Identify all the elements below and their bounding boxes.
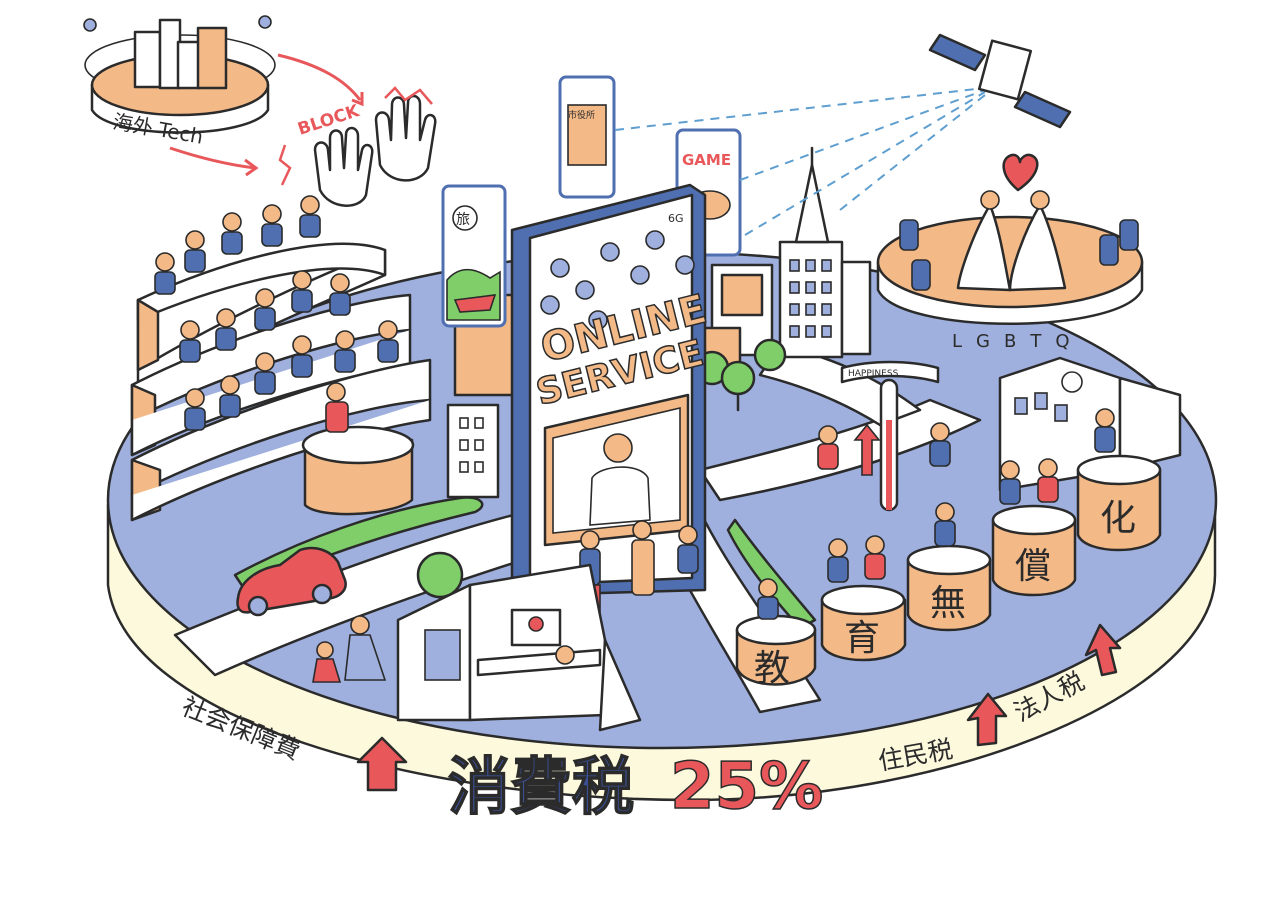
clock-icon bbox=[1061, 371, 1083, 393]
game-label: GAME bbox=[682, 151, 731, 169]
travel-label: 旅 bbox=[456, 212, 470, 228]
education-char-3: 無 bbox=[930, 583, 966, 624]
red-car bbox=[236, 546, 347, 617]
happiness-thermometer: HAPPINESS bbox=[840, 360, 940, 512]
education-char-5: 化 bbox=[1100, 498, 1136, 539]
overseas-tech-island: 海外 Tech bbox=[83, 15, 364, 177]
education-char-1: 教 bbox=[754, 648, 790, 689]
city-hall-label: 市役所 bbox=[568, 109, 595, 121]
school bbox=[998, 356, 1182, 492]
block-hands: BLOCK bbox=[278, 86, 437, 207]
lgbtq-label: LGBTQ bbox=[952, 331, 1084, 352]
happiness-label: HAPPINESS bbox=[848, 369, 899, 379]
travel-card: 旅 bbox=[441, 184, 507, 328]
consumption-tax-label: 消費税 bbox=[448, 750, 634, 823]
education-char-4: 償 bbox=[1015, 546, 1051, 587]
education-pillars: 教 育 無 償 化 bbox=[735, 408, 1162, 689]
lgbtq-wedding-island: LGBTQ bbox=[876, 153, 1144, 352]
online-service-phone: 6G ONLINE SERVICE bbox=[510, 183, 712, 597]
up-arrow-icon bbox=[853, 423, 881, 476]
heart-icon bbox=[1002, 153, 1039, 192]
family bbox=[312, 615, 387, 683]
up-arrow-icon bbox=[966, 692, 1008, 747]
remote-work-room bbox=[396, 563, 642, 732]
hand-icon bbox=[374, 94, 437, 182]
city-hall-card: 市役所 bbox=[558, 75, 616, 199]
satellite-icon bbox=[614, 33, 1072, 236]
parliament bbox=[130, 195, 432, 522]
hand-icon bbox=[313, 126, 374, 207]
up-arrow-icon bbox=[1084, 623, 1122, 677]
network-label: 6G bbox=[668, 212, 684, 225]
education-char-2: 育 bbox=[844, 618, 880, 659]
tax-rate-value: 25% bbox=[670, 750, 823, 824]
up-arrow-icon bbox=[356, 736, 408, 792]
